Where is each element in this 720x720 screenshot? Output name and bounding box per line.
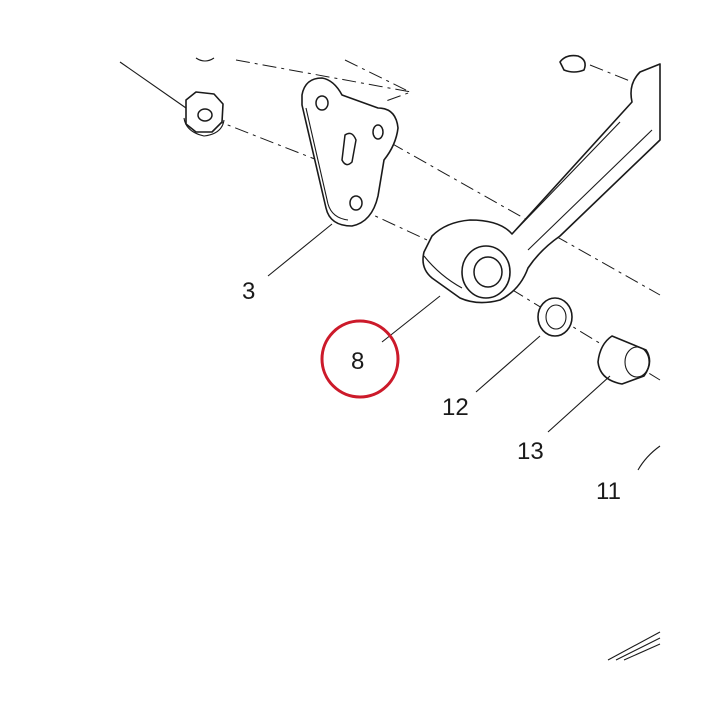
flange-nut-part — [119, 57, 225, 137]
callout-11: 11 — [596, 478, 621, 505]
leader-8 — [381, 295, 441, 343]
part-11-fragment — [637, 445, 661, 471]
flange-nut-washer — [183, 117, 225, 137]
leader-3 — [267, 223, 333, 277]
bracket-bottom-hole — [349, 195, 363, 211]
corner-hatch-2 — [615, 637, 661, 661]
arm-upper-edge — [511, 121, 621, 235]
corner-hatch-3 — [623, 643, 661, 661]
callout-leaders — [267, 223, 611, 433]
axis-line-bracket-bottom-hole — [357, 207, 441, 247]
arm-body — [422, 63, 661, 304]
bracket-inner-edge — [305, 107, 349, 221]
assembly-axis-lines — [209, 59, 661, 381]
arm-top-fragment — [559, 54, 586, 73]
axis-line-top-short — [344, 59, 409, 92]
corner-hatch-1 — [607, 631, 661, 661]
seal-ring-inner — [545, 304, 567, 330]
seal-ring-outer — [537, 297, 573, 337]
callout-13: 13 — [517, 438, 544, 465]
bracket-right-hole — [372, 124, 384, 140]
axis-line-top-right — [589, 64, 641, 86]
nut-top-fragment — [195, 57, 215, 62]
mounting-bracket-part-3 — [301, 77, 399, 227]
callout-3: 3 — [242, 278, 255, 305]
callout-8-highlight-ring — [320, 319, 400, 399]
arm-lower-edge — [527, 129, 653, 251]
bushing-part-13 — [597, 335, 651, 385]
callout-8: 8 — [351, 348, 364, 375]
axis-line-nut-to-bracket — [209, 117, 331, 166]
leader-12 — [475, 335, 541, 393]
callout-12: 12 — [442, 394, 469, 421]
bushing-end — [624, 346, 650, 378]
leader-13 — [547, 375, 611, 433]
lower-right-fragments — [607, 445, 661, 661]
bushing-body — [597, 335, 651, 385]
arm-bore-inner — [473, 256, 503, 288]
flange-nut-bore — [197, 108, 213, 122]
seal-ring-part-12 — [537, 297, 573, 337]
bracket-top-hole — [315, 95, 329, 111]
arm-bore-boss — [423, 255, 463, 289]
axis-line-upper-bracket — [235, 59, 413, 102]
arm-part-8 — [422, 54, 661, 304]
nut-leader-line — [119, 61, 187, 109]
bracket-slot — [341, 132, 357, 166]
